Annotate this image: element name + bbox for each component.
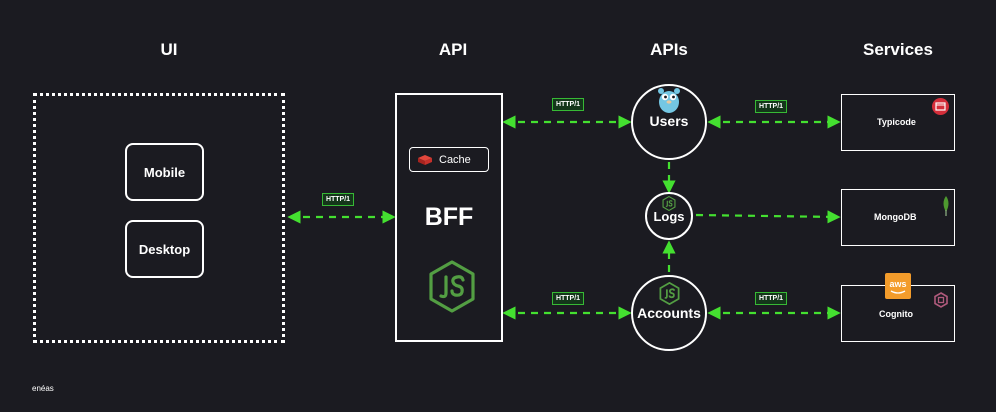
- logs-label: Logs: [653, 209, 685, 224]
- mobile-label: Mobile: [143, 164, 186, 180]
- column-title-services: Services: [863, 40, 933, 59]
- cognito-label: Cognito: [879, 309, 913, 319]
- bff-title: BFF: [424, 203, 474, 231]
- http-tag-bff-accounts: HTTP/1: [552, 292, 584, 305]
- ui-clients-group: [33, 93, 285, 343]
- http-tag-bff-users: HTTP/1: [552, 98, 584, 111]
- http-tag-ui-bff: HTTP/1: [322, 193, 354, 206]
- accounts-node: [631, 275, 707, 351]
- column-title-apis: APIs: [650, 40, 688, 59]
- mongodb-label: MongoDB: [874, 212, 917, 222]
- accounts-label: Accounts: [637, 305, 701, 321]
- column-title-ui: UI: [160, 40, 178, 59]
- nodejs-icon: [659, 281, 680, 306]
- column-title-api: API: [438, 40, 468, 59]
- cache-label: Cache: [439, 153, 471, 166]
- mongodb-service-box: [841, 189, 955, 246]
- logs-node: [645, 192, 693, 240]
- cache-box: Cache: [409, 147, 489, 172]
- nodejs-icon: [662, 195, 676, 212]
- users-label: Users: [649, 113, 689, 129]
- mongodb-leaf-icon: [941, 196, 951, 216]
- mobile-client-box: Mobile: [125, 143, 204, 201]
- aws-icon: aws: [885, 273, 911, 299]
- connector-logs-mongodb: [695, 210, 841, 224]
- http-tag-users-typicode: HTTP/1: [755, 100, 787, 113]
- bff-box: [395, 93, 503, 342]
- typicode-label: Typicode: [877, 117, 916, 127]
- desktop-client-box: Desktop: [125, 220, 204, 278]
- aws-badge-text: aws: [889, 279, 906, 289]
- gopher-icon: [656, 86, 682, 114]
- http-tag-accounts-cognito: HTTP/1: [755, 292, 787, 305]
- redis-icon: [417, 153, 433, 167]
- desktop-label: Desktop: [138, 241, 191, 257]
- cognito-icon: [933, 292, 949, 308]
- author-signature: enéas: [32, 384, 54, 393]
- typicode-icon: [932, 98, 949, 115]
- nodejs-icon: [428, 260, 476, 313]
